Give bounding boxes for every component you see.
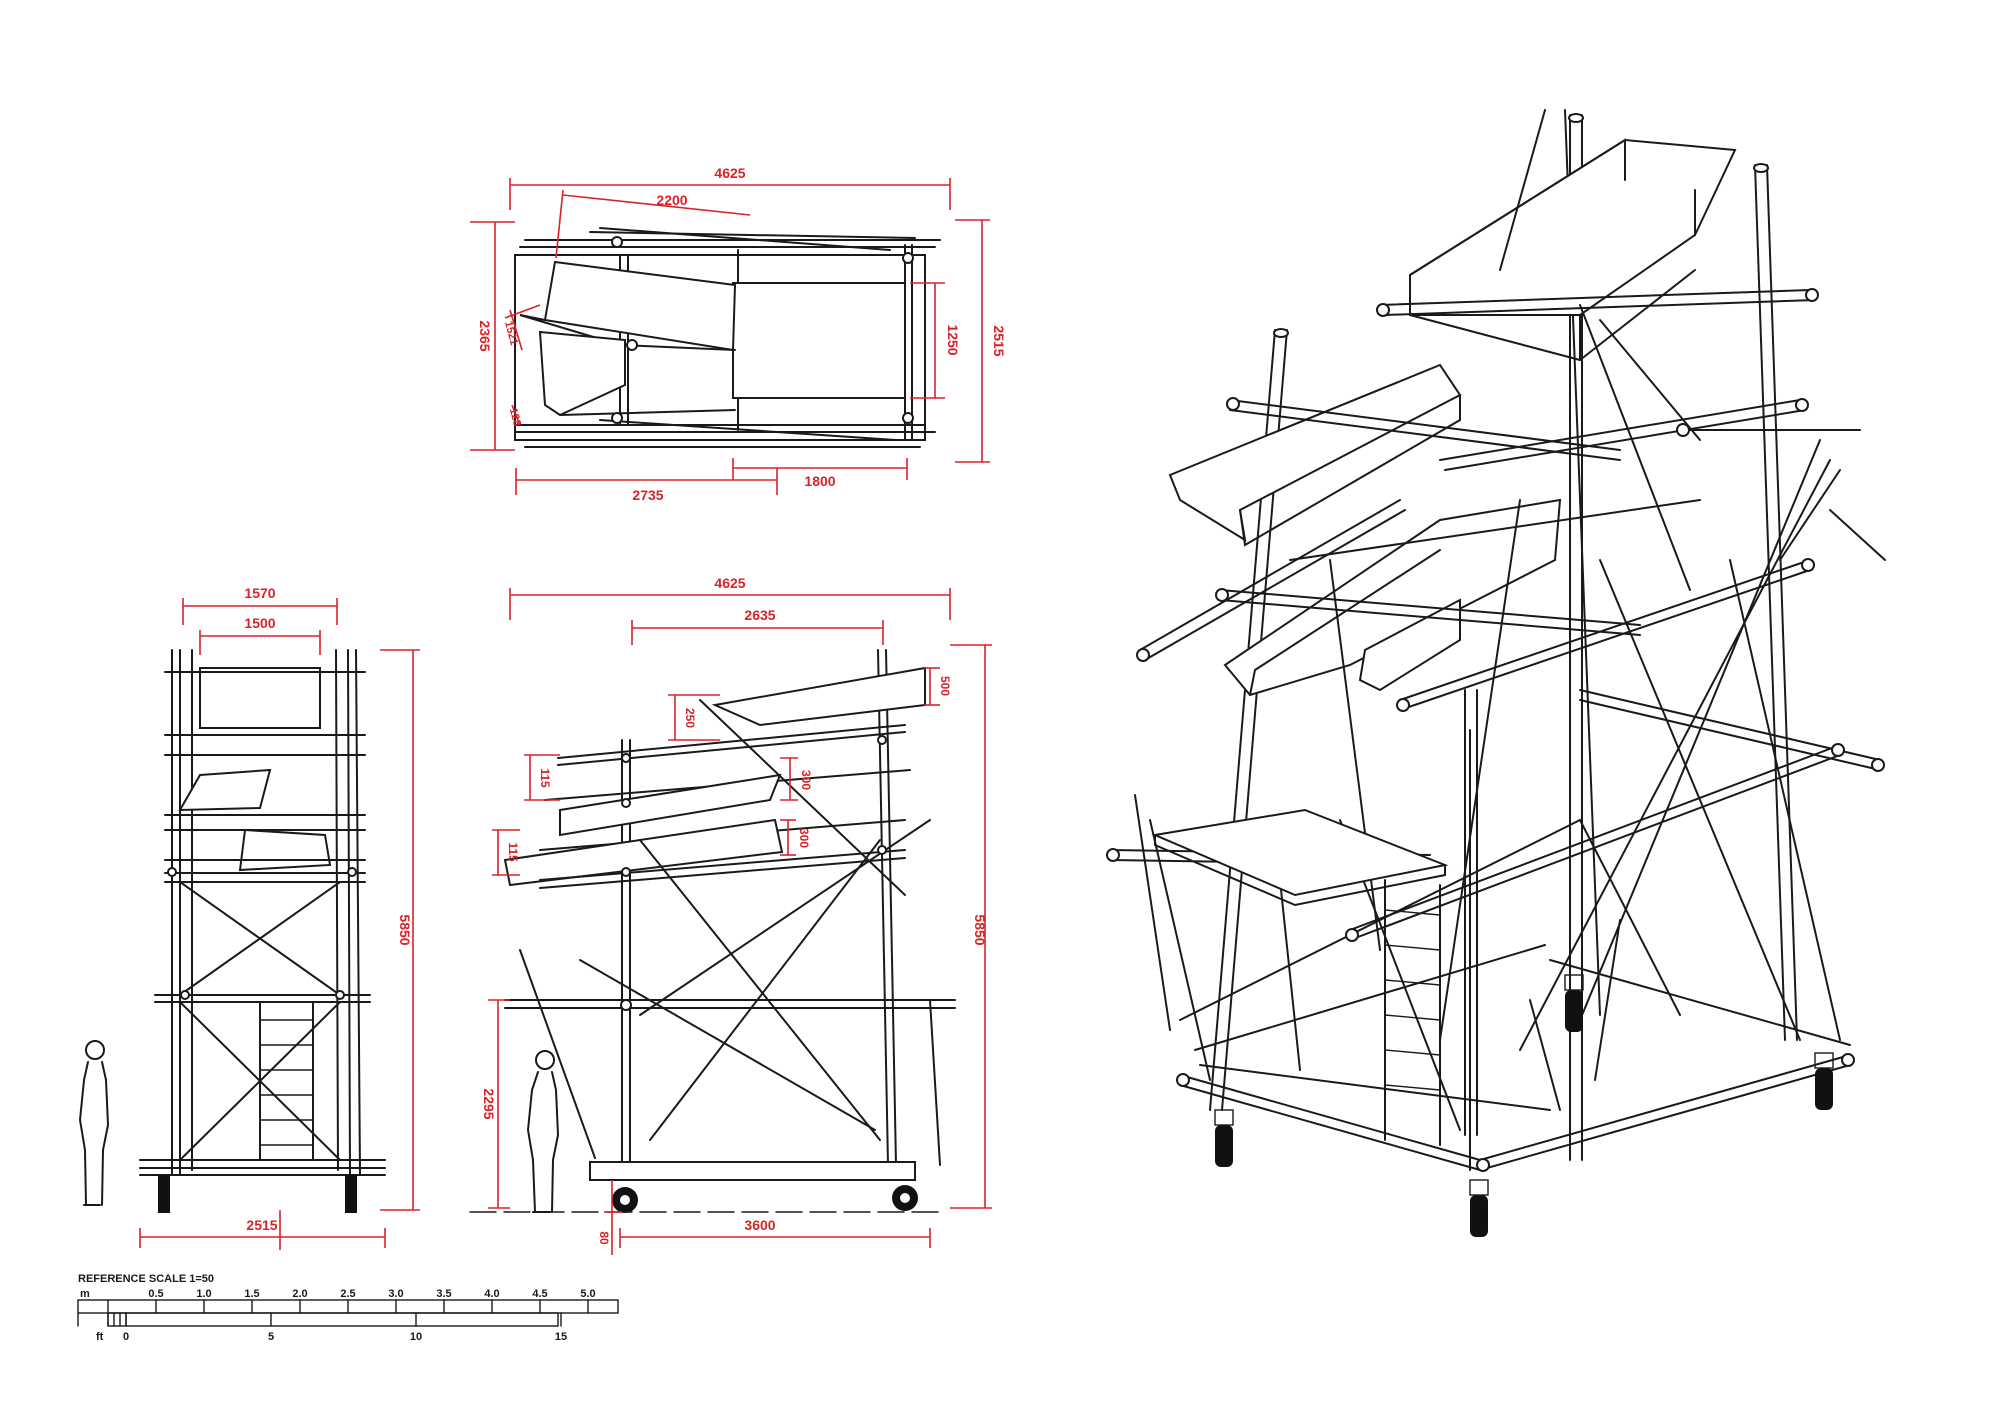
iso-ladder bbox=[1384, 879, 1441, 1146]
dim-front-top-outer: 1570 bbox=[244, 585, 275, 601]
iso-platform bbox=[1151, 808, 1449, 907]
scale-title: REFERENCE SCALE 1=50 bbox=[78, 1273, 214, 1285]
dim-plan-tray: 2200 bbox=[656, 192, 687, 208]
iso-pole-ends bbox=[1106, 288, 1885, 1172]
plan-dimensions: 4625 2200 2365 2515 1250 2735 1800 bbox=[470, 165, 1007, 503]
scale-metric-tick: 3.5 bbox=[436, 1288, 451, 1300]
scale-metric-unit: m bbox=[80, 1288, 90, 1300]
dim-side-tray1-h: 500 bbox=[938, 676, 952, 696]
dim-side-overall: 4625 bbox=[714, 575, 745, 591]
scale-metric-ticks: 0.5 1.0 1.5 2.0 2.5 3.0 3.5 4.0 4.5 5.0 bbox=[148, 1288, 595, 1300]
iso-rails bbox=[1109, 289, 1881, 1171]
iso-wheels bbox=[1214, 974, 1834, 1237]
dim-plan-right-depth: 2515 bbox=[991, 325, 1007, 356]
human-figure-front bbox=[78, 1040, 110, 1206]
scale-metric-tick: 0.5 bbox=[148, 1288, 163, 1300]
dim-front-height: 5850 bbox=[397, 914, 413, 945]
side-structure bbox=[469, 649, 956, 1213]
iso-diagonals bbox=[1134, 109, 1886, 1131]
dim-side-tray1-d: 250 bbox=[683, 708, 697, 728]
scale-metric-dividers bbox=[155, 1299, 589, 1314]
dim-side-upper: 2635 bbox=[744, 607, 775, 623]
front-elevation: 1570 1500 5850 2515 bbox=[78, 585, 420, 1250]
isometric-view bbox=[1106, 109, 1886, 1237]
dim-plan-overall: 4625 bbox=[714, 165, 745, 181]
dim-side-tray3-a: 115 bbox=[506, 842, 520, 862]
dim-plan-small-a: 1521 bbox=[502, 320, 520, 347]
scale-imperial-unit: ft bbox=[96, 1331, 104, 1343]
dim-side-tray2-a: 115 bbox=[538, 768, 552, 788]
iso-mid-trays bbox=[1168, 363, 1562, 697]
scale-bar: REFERENCE SCALE 1=50 m 0.5 1.0 1.5 2.0 2.5 3.… bbox=[77, 1273, 619, 1343]
scale-imperial-ticks: 0 5 10 15 bbox=[123, 1331, 567, 1343]
side-elevation: 4625 2635 5850 2295 500 250 115 bbox=[469, 575, 992, 1255]
scale-metric-tick: 4.5 bbox=[532, 1288, 547, 1300]
scale-metric-tick: 2.0 bbox=[292, 1288, 307, 1300]
front-structure bbox=[139, 649, 386, 1213]
dim-plan-left-depth: 2365 bbox=[477, 320, 493, 351]
plan-structure bbox=[514, 227, 941, 448]
dim-side-height: 5850 bbox=[972, 914, 988, 945]
dim-side-platform: 2295 bbox=[481, 1088, 497, 1119]
scale-imperial-tick: 0 bbox=[123, 1331, 129, 1343]
scale-imperial-tick: 15 bbox=[555, 1331, 567, 1343]
scale-metric-tick: 1.0 bbox=[196, 1288, 211, 1300]
scale-imperial-dividers bbox=[125, 1312, 562, 1327]
scale-metric-tick: 2.5 bbox=[340, 1288, 355, 1300]
dim-side-tray2-b: 300 bbox=[799, 770, 813, 790]
scale-metric-tick: 1.5 bbox=[244, 1288, 259, 1300]
dim-plan-bottom-left: 2735 bbox=[632, 487, 663, 503]
scale-imperial-tick: 10 bbox=[410, 1331, 422, 1343]
dim-side-base: 3600 bbox=[744, 1217, 775, 1233]
plan-view: 4625 2200 2365 2515 1250 2735 1800 bbox=[470, 165, 1007, 503]
dim-front-top-inner: 1500 bbox=[244, 615, 275, 631]
front-dimensions: 1570 1500 5850 2515 bbox=[139, 585, 420, 1250]
dim-plan-small-b: 128 bbox=[507, 407, 523, 428]
dim-side-tray3-b: 300 bbox=[797, 828, 811, 848]
human-figure-side bbox=[526, 1050, 560, 1213]
dim-plan-box: 1250 bbox=[945, 324, 961, 355]
dim-side-wheel: 80 bbox=[597, 1231, 611, 1245]
scale-metric-tick: 3.0 bbox=[388, 1288, 403, 1300]
scale-metric-tick: 4.0 bbox=[484, 1288, 499, 1300]
scale-imperial-tick: 5 bbox=[268, 1331, 274, 1343]
dim-plan-bottom-right: 1800 bbox=[804, 473, 835, 489]
scale-metric-tick: 5.0 bbox=[580, 1288, 595, 1300]
side-dimensions: 4625 2635 5850 2295 500 250 115 bbox=[481, 575, 992, 1255]
iso-top-box bbox=[1409, 138, 1737, 361]
dim-front-base: 2515 bbox=[246, 1217, 277, 1233]
